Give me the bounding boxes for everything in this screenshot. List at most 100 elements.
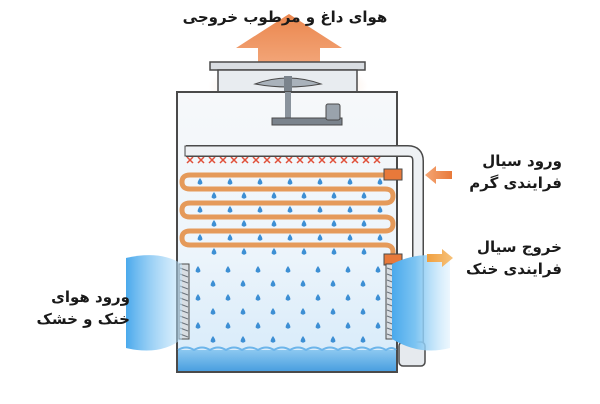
- water-drop: [241, 192, 247, 199]
- basin-wave: [177, 346, 397, 352]
- water-drop: [317, 178, 323, 185]
- water-drop: [330, 308, 336, 315]
- spray-mark: [252, 156, 260, 164]
- water-drop: [377, 178, 383, 185]
- water-drop: [345, 266, 351, 273]
- spray-mark: [329, 156, 337, 164]
- water-drop: [330, 336, 336, 343]
- water-drop: [285, 322, 291, 329]
- water-drop: [271, 220, 277, 227]
- spray-nozzle-row: [186, 156, 381, 164]
- water-drop: [377, 234, 383, 241]
- spray-mark: [362, 156, 370, 164]
- water-drop: [285, 266, 291, 273]
- water-drop: [361, 192, 367, 199]
- water-drop: [315, 322, 321, 329]
- water-drop: [301, 248, 307, 255]
- water-drop: [317, 206, 323, 213]
- water-drop-field: [195, 178, 383, 343]
- water-drop: [360, 336, 366, 343]
- water-drop: [195, 266, 201, 273]
- spray-mark: [186, 156, 194, 164]
- water-drop: [211, 220, 217, 227]
- water-drop: [347, 178, 353, 185]
- water-drop: [360, 308, 366, 315]
- water-drop: [211, 248, 217, 255]
- water-drop: [210, 308, 216, 315]
- cold-fluid-outlet-label: خروج سیال فرایندی خنک: [450, 236, 562, 280]
- spray-mark: [307, 156, 315, 164]
- water-drop: [300, 280, 306, 287]
- water-drop: [315, 266, 321, 273]
- motor: [325, 103, 341, 121]
- spray-mark: [351, 156, 359, 164]
- water-drop: [270, 336, 276, 343]
- water-drop: [211, 192, 217, 199]
- water-drop: [330, 280, 336, 287]
- cold-fluid-outlet-line2: فرایندی خنک: [466, 260, 562, 278]
- water-drop: [241, 220, 247, 227]
- water-drop: [225, 266, 231, 273]
- spray-mark: [197, 156, 205, 164]
- water-drop: [255, 322, 261, 329]
- water-drop: [225, 322, 231, 329]
- spray-mark: [208, 156, 216, 164]
- water-drop: [197, 234, 203, 241]
- water-drop: [301, 192, 307, 199]
- water-drop: [360, 280, 366, 287]
- fan-hub: [284, 76, 292, 92]
- water-drop: [345, 294, 351, 301]
- water-drop: [375, 294, 381, 301]
- exhaust-air-label: هوای داغ و مرطوب خروجی: [182, 8, 388, 26]
- air-inlet-right-arrow: [392, 255, 450, 351]
- coil-inlet-header: [383, 168, 403, 181]
- spray-mark: [340, 156, 348, 164]
- water-drop: [347, 234, 353, 241]
- water-drop: [287, 206, 293, 213]
- water-drop: [271, 248, 277, 255]
- hot-fluid-inlet-line2: فرایندی گرم: [469, 174, 562, 192]
- spray-mark: [274, 156, 282, 164]
- process-coil: [179, 172, 399, 262]
- water-drop: [255, 294, 261, 301]
- water-drop: [257, 178, 263, 185]
- water-drop: [227, 178, 233, 185]
- cold-fluid-outlet-line1: خروج سیال: [476, 238, 562, 256]
- water-drop: [240, 308, 246, 315]
- water-drop: [361, 220, 367, 227]
- spray-mark: [219, 156, 227, 164]
- water-drop: [241, 248, 247, 255]
- water-drop: [240, 280, 246, 287]
- water-drop: [271, 192, 277, 199]
- water-basin: [178, 350, 396, 371]
- air-inlet-line1: ورود هوای: [51, 288, 130, 306]
- water-drop: [317, 234, 323, 241]
- water-drop: [285, 294, 291, 301]
- water-drop: [210, 280, 216, 287]
- drive-beam: [271, 117, 343, 126]
- air-inlet-left-arrow: [126, 255, 182, 351]
- water-drop: [195, 322, 201, 329]
- spray-mark: [373, 156, 381, 164]
- water-drop: [287, 234, 293, 241]
- air-inlet-line2: خنک و خشک: [36, 310, 131, 328]
- hot-fluid-inlet-label: ورود سیال فرایندی گرم: [450, 150, 562, 194]
- water-drop: [257, 234, 263, 241]
- water-drop: [270, 308, 276, 315]
- water-drop: [225, 294, 231, 301]
- water-drop: [227, 234, 233, 241]
- spray-mark: [318, 156, 326, 164]
- spray-mark: [285, 156, 293, 164]
- water-drop: [331, 220, 337, 227]
- water-drop: [375, 322, 381, 329]
- water-drop: [197, 178, 203, 185]
- hot-fluid-in-arrow: [425, 166, 452, 184]
- water-drop: [345, 322, 351, 329]
- water-drop: [300, 308, 306, 315]
- cold-fluid-out-arrow: [427, 249, 453, 267]
- spray-mark: [296, 156, 304, 164]
- hot-fluid-inlet-line1: ورود سیال: [482, 152, 562, 170]
- water-drop: [301, 220, 307, 227]
